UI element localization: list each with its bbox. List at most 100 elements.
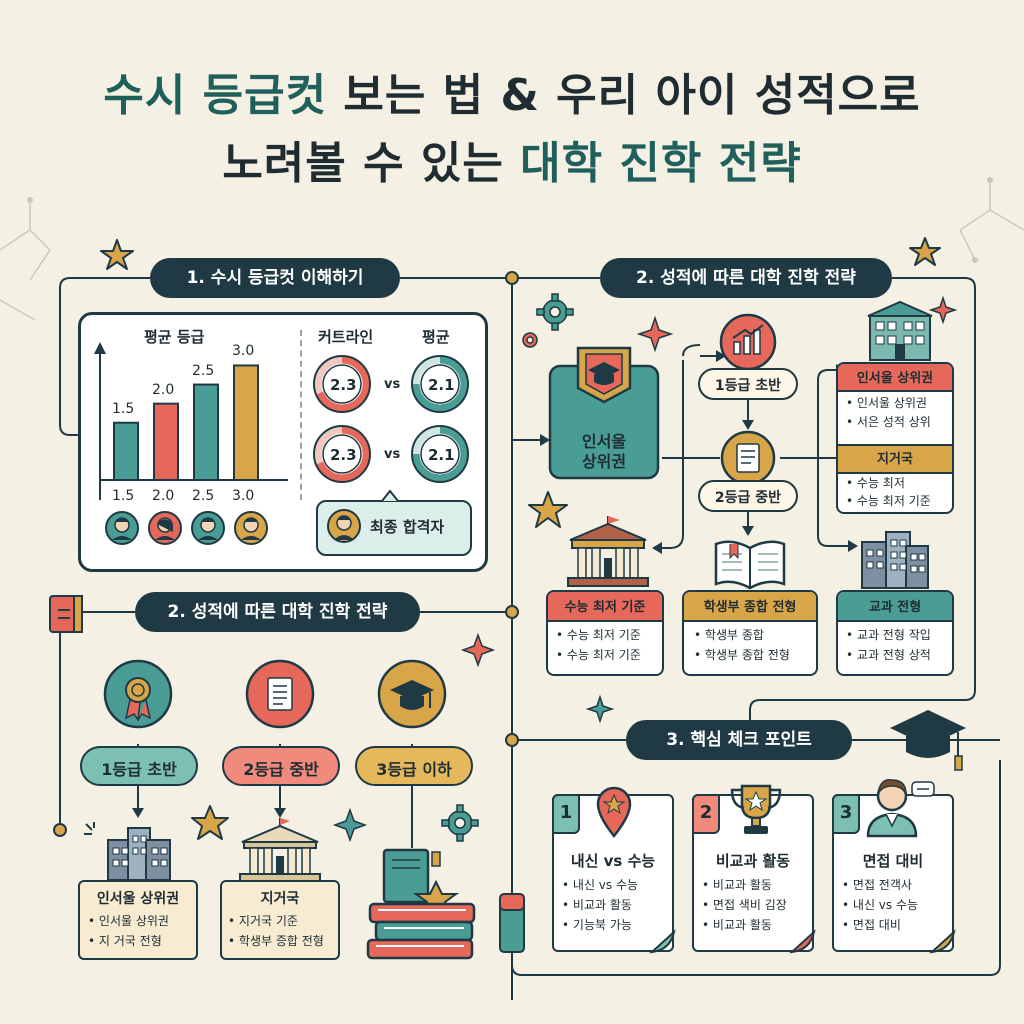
- box-left-2-item: • 학생부 증합 전형: [228, 934, 324, 948]
- node-grade1: [698, 368, 798, 400]
- check-card-2-item: • 비교과 활동: [702, 878, 772, 892]
- book-stack-icon: [366, 848, 476, 960]
- box-left-2-title: 지거국: [260, 891, 300, 907]
- student-avatar-icon: [191, 511, 225, 545]
- title-text-2: 노려볼 수 있는: [222, 138, 521, 189]
- check-card-3-item: • 면접 대비: [842, 918, 901, 932]
- vs-label-2: vs: [384, 447, 401, 462]
- check-card-2-number: 2: [699, 802, 713, 823]
- bar-2.0: [153, 402, 179, 481]
- page-curl: [789, 929, 816, 954]
- level2-label: 2등급 중반: [243, 760, 319, 779]
- box-student: [682, 590, 818, 676]
- level1-label: 1등급 초반: [101, 760, 177, 779]
- level2-pill: [222, 746, 340, 786]
- student-avatar-icon: [234, 511, 268, 545]
- trophy-icon: [730, 784, 782, 834]
- node-grade2-label: 2등급 중반: [714, 490, 782, 506]
- student-avatar-icon: [105, 511, 139, 545]
- section2-left-pill: 2. 성적에 따른 대학 진학 전략: [135, 592, 420, 632]
- average-donut-1: [411, 355, 469, 413]
- student-avatar-icon: [148, 511, 182, 545]
- box-left-1: [78, 880, 198, 960]
- title-highlight-1: 수시 등급컷: [103, 70, 328, 121]
- level3-pill: [355, 746, 473, 786]
- location-pin-icon: [596, 786, 632, 839]
- average-donut-2: [411, 425, 469, 483]
- cutline-donut-2: [313, 425, 371, 483]
- sparkle-icon: [332, 807, 368, 843]
- book-tag-icon: [49, 595, 83, 633]
- check-card-1-number: 1: [559, 802, 573, 823]
- level1-pill: [80, 746, 198, 786]
- box-seoul-title: 인서울 상위권: [856, 371, 934, 386]
- classical-building-icon: [239, 818, 321, 882]
- node-grade1-label: 1등급 초반: [714, 378, 782, 394]
- document-icon: [245, 659, 315, 729]
- university-building-icon: [867, 300, 933, 361]
- sparkle-icon: [928, 295, 958, 325]
- check-card-3-title: 면접 대비: [862, 852, 924, 870]
- shield-label-1: 인서울: [581, 432, 627, 451]
- grade-bar-chart: [94, 342, 288, 500]
- box-left-1-title: 인서울 상위권: [96, 891, 180, 907]
- bar-label: 1.5: [112, 400, 135, 417]
- title-text-1: 보는 법 & 우리 아이 성적으로: [327, 70, 921, 121]
- bubble-tail: [381, 489, 399, 502]
- check-card-2-number-tab: [692, 794, 720, 834]
- box-subject-item: • 교과 전형 상적: [846, 648, 931, 662]
- box-suneung-item: • 수능 최저 기준: [556, 648, 641, 662]
- passer-avatar-icon: [327, 509, 361, 543]
- page-title-line-2: 노려볼 수 있는 대학 진학 전략: [0, 134, 1024, 194]
- box-left-2: [220, 880, 340, 960]
- gear-icon: [536, 293, 574, 331]
- box-suneung-title: 수능 최저 기준: [564, 600, 646, 615]
- check-card-3-item: • 면접 전객사: [842, 878, 912, 892]
- box-student-item: • 학생부 종합: [694, 628, 764, 642]
- bar-label: 2.5: [192, 362, 215, 379]
- box-student-header: [684, 592, 816, 622]
- check-card-1-number-tab: [552, 794, 580, 834]
- box-region-header: [838, 444, 952, 474]
- cutline-donut-1: [313, 355, 371, 413]
- box-seoul-item: • 인서울 상위권: [846, 396, 927, 410]
- check-card-2-title: 비교과 활동: [715, 852, 791, 870]
- tick-label: 3.0: [232, 488, 255, 504]
- interviewee-icon: [866, 779, 935, 838]
- bar-2.5: [193, 383, 219, 481]
- gear-icon: [441, 804, 479, 842]
- sparkle-icon: [636, 315, 674, 353]
- star-icon: [191, 805, 229, 840]
- box-left-1-item: • 지 거국 전형: [88, 934, 162, 948]
- seoul-shield-card: [548, 346, 660, 480]
- star-icon: [100, 239, 134, 270]
- box-seoul-item: • 서은 성적 상위: [846, 415, 931, 429]
- chart-growth-icon: [719, 313, 777, 371]
- section3-pill: 3. 핵심 체크 포인트: [626, 720, 852, 760]
- average-value-1: 2.1: [428, 376, 455, 394]
- gear-icon: [522, 332, 538, 348]
- cutline-value-2: 2.3: [330, 446, 357, 464]
- check-card-2-item: • 비교과 활동: [702, 918, 772, 932]
- star-icon: [909, 237, 941, 266]
- sparkle-icon: [460, 632, 496, 668]
- check-card-3-number-tab: [832, 794, 860, 834]
- check-card-3-item: • 내신 vs 수능: [842, 898, 919, 912]
- box-seoul-region: [836, 362, 954, 514]
- level-icons: [103, 659, 447, 729]
- bar-3.0: [233, 364, 259, 481]
- box-seoul-header: [838, 364, 952, 392]
- box-suneung-item: • 수능 최저 기준: [556, 628, 641, 642]
- box-subject-header: [838, 592, 952, 622]
- compare-header-cutline: 커트라인: [318, 328, 374, 346]
- classical-building-icon: [567, 516, 649, 587]
- check-card-3-number: 3: [839, 802, 853, 823]
- box-region-item: • 수능 최저 기준: [846, 494, 931, 508]
- vs-label-1: vs: [384, 377, 401, 392]
- box-subject: [836, 590, 954, 676]
- check-card-1-item: • 내신 vs 수능: [562, 878, 639, 892]
- open-book-icon: [714, 540, 786, 590]
- tick-label: 2.0: [152, 488, 175, 504]
